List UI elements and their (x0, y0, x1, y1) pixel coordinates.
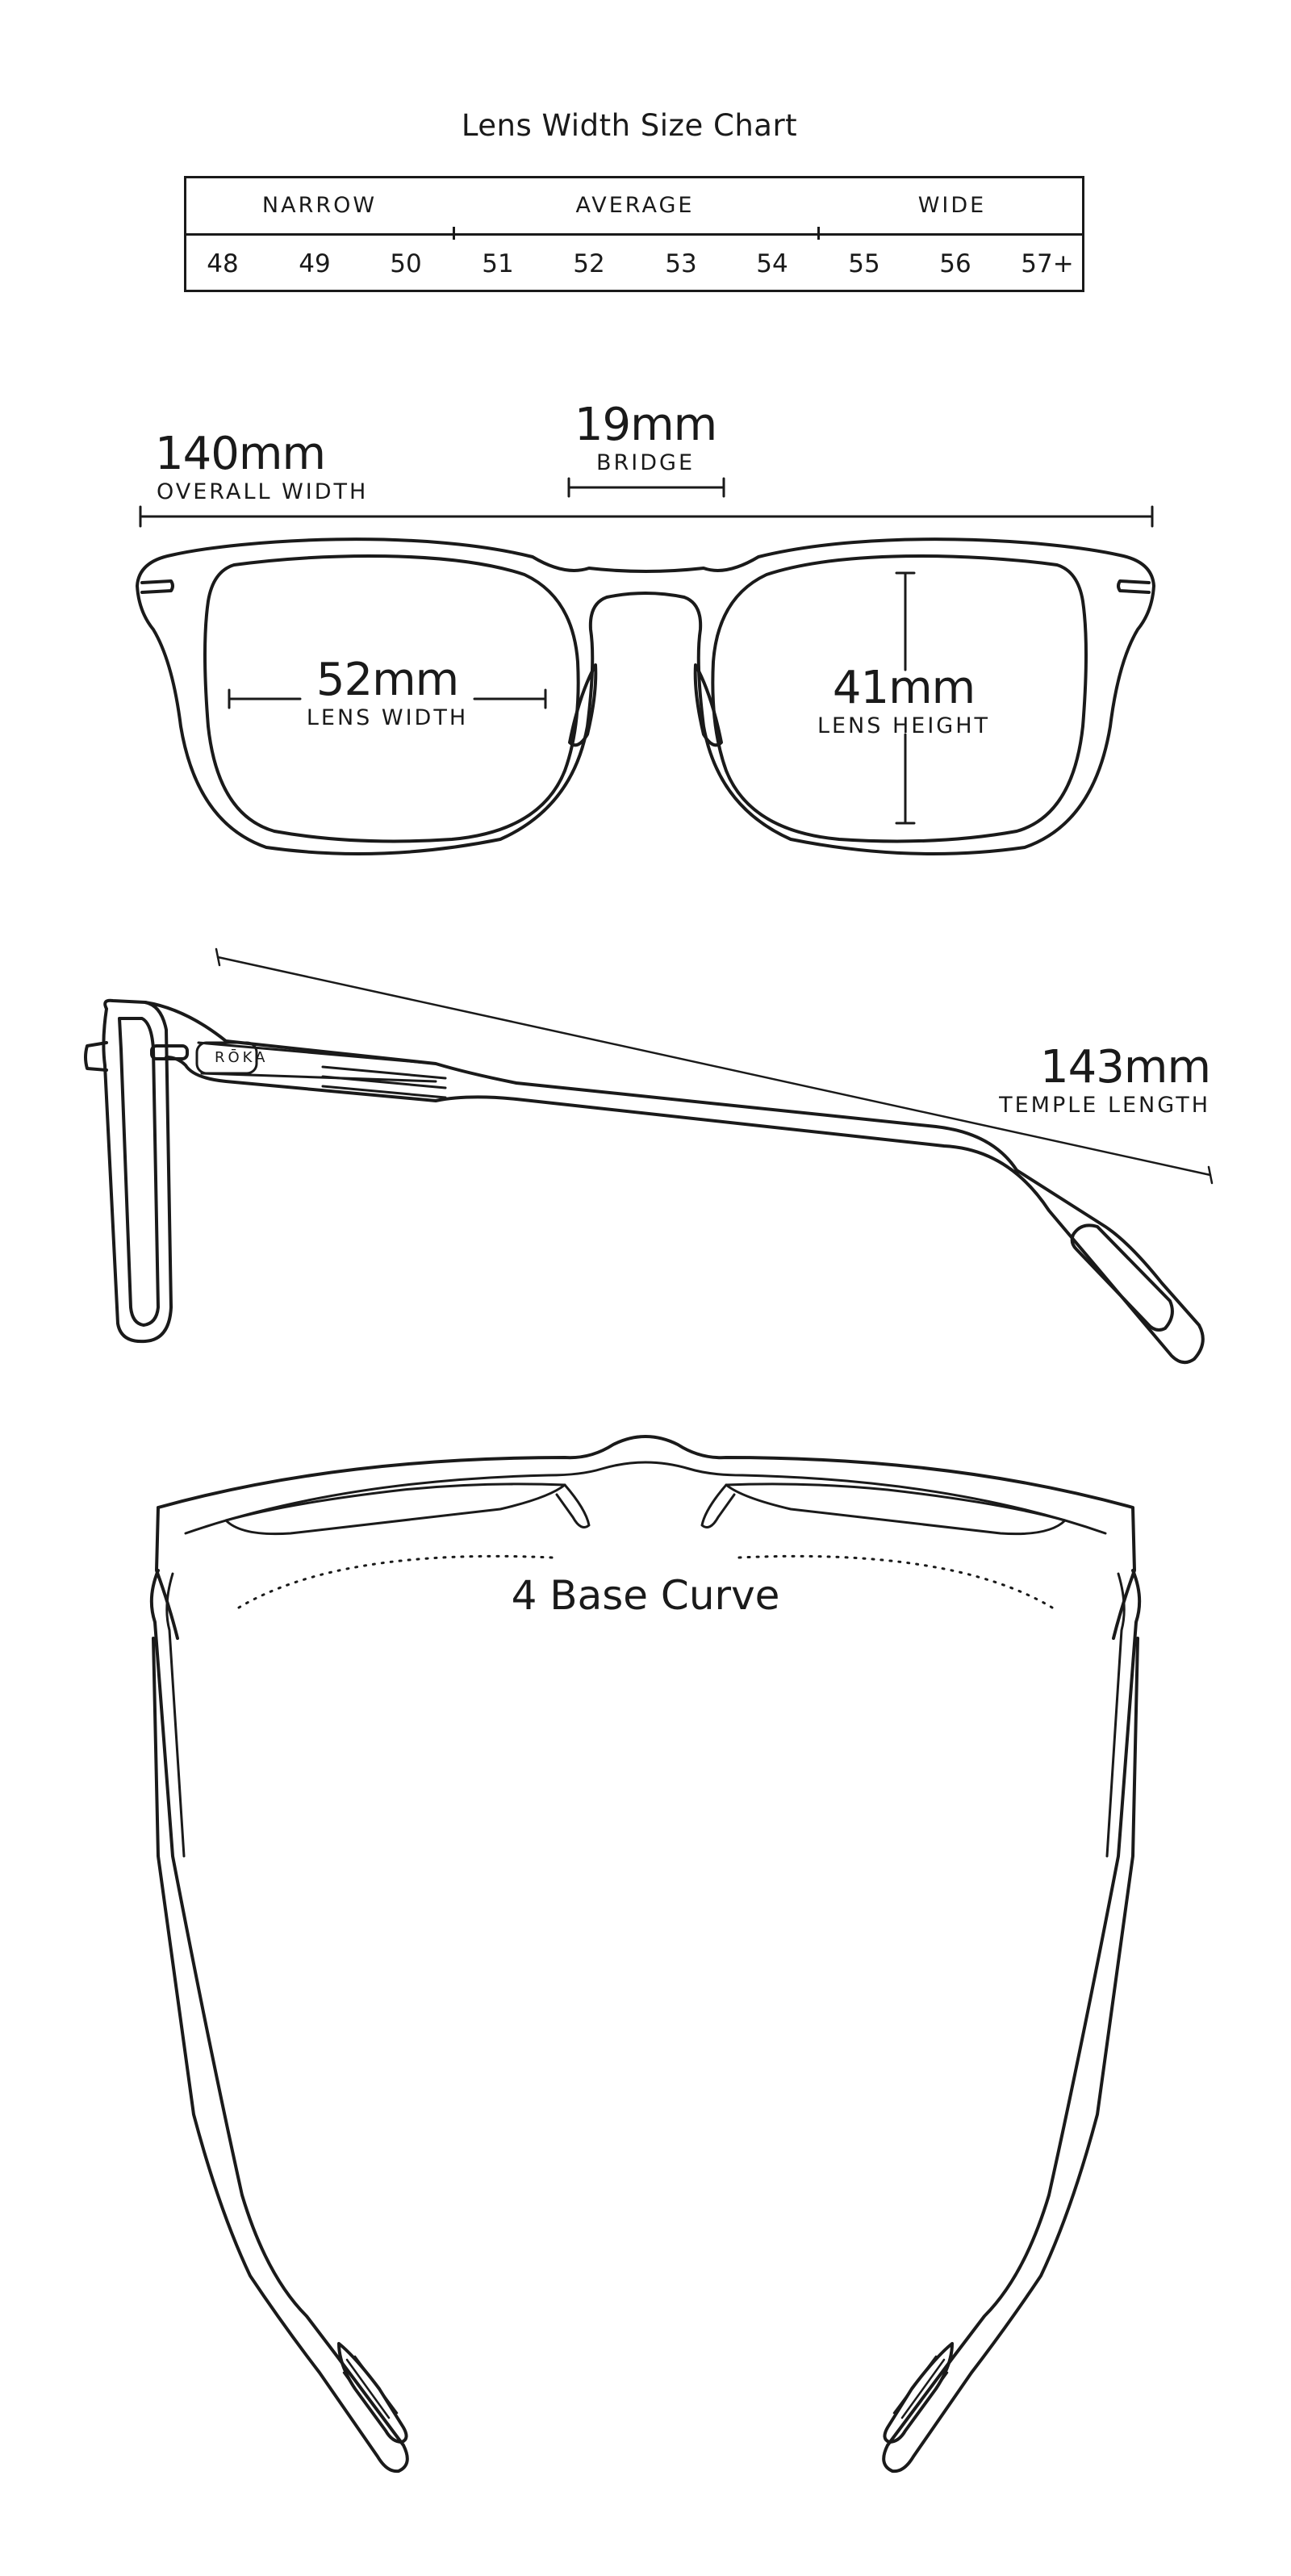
top-left-temple-inner (165, 1572, 186, 1858)
category-divider-tick (817, 227, 820, 240)
category-divider-tick (453, 227, 455, 240)
category-narrow: NARROW (261, 193, 378, 218)
top-left-temple (149, 1569, 409, 2474)
top-right-nose-pad (700, 1483, 736, 1528)
top-frame-inner-edge (184, 1461, 1107, 1535)
left-hinge (140, 579, 174, 594)
lens-width-label: LENS WIDTH (306, 705, 469, 730)
bridge-label: BRIDGE (595, 450, 696, 475)
left-nose-pad (568, 663, 598, 747)
lens-height-label: LENS HEIGHT (817, 713, 991, 738)
overall-width-label: OVERALL WIDTH (157, 479, 369, 504)
lens-height-dimension-line (895, 571, 916, 825)
left-lens (203, 554, 580, 843)
size-cell: 49 (299, 249, 331, 278)
overall-width-dimension-line (139, 505, 1154, 528)
base-curve-label: 4 Base Curve (511, 1572, 780, 1619)
category-average: AVERAGE (575, 193, 695, 218)
top-right-temple (882, 1569, 1142, 2474)
bridge-dimension-line (567, 477, 725, 498)
top-left-temple-grip (342, 2355, 399, 2426)
bridge-value: 19mm (574, 399, 717, 451)
lens-height-value: 41mm (832, 662, 976, 714)
lens-width-dimension-line (228, 688, 547, 709)
size-cell: 52 (573, 249, 605, 278)
right-nose-pad (693, 663, 723, 747)
top-view-glasses (149, 1435, 1142, 2474)
side-hinge-pin (150, 1044, 189, 1060)
size-cell: 57+ (1021, 249, 1074, 278)
temple-length-label: TEMPLE LENGTH (999, 1093, 1210, 1118)
temple-length-dimension-line (215, 947, 1214, 1185)
top-left-lens-rim (224, 1482, 566, 1536)
top-right-temple-grip (892, 2355, 949, 2426)
category-wide: WIDE (917, 193, 987, 218)
base-curve-arc-left (237, 1554, 554, 1609)
temple-edge-lines (197, 1041, 437, 1083)
temple-length-value: 143mm (1040, 1041, 1211, 1094)
side-frame-front (102, 998, 173, 1344)
logo-plate (195, 1041, 258, 1075)
size-cell: 53 (665, 249, 697, 278)
top-right-lens-rim (725, 1482, 1067, 1536)
top-right-temple-tip (883, 2342, 954, 2444)
side-view-glasses (84, 947, 1214, 1365)
top-left-nose-pad (555, 1483, 591, 1528)
top-right-temple-inner (1105, 1572, 1126, 1858)
size-cell: 55 (848, 249, 880, 278)
overall-width-value: 140mm (155, 428, 326, 480)
size-chart-table: NARROW AVERAGE WIDE 48 49 50 51 52 53 54… (184, 176, 1084, 292)
lens-width-value: 52mm (315, 654, 459, 706)
side-lens-edge (118, 1017, 160, 1327)
front-frame-outline (136, 537, 1155, 855)
right-hinge (1117, 579, 1151, 594)
size-cell: 51 (482, 249, 514, 278)
brand-logo: RŌKA (215, 1049, 269, 1066)
top-left-temple-tip (337, 2342, 408, 2444)
table-header-divider (186, 233, 1082, 236)
base-curve-arc-right (737, 1554, 1054, 1609)
front-view-glasses (136, 477, 1155, 855)
temple-tip-cutout (1070, 1223, 1174, 1332)
size-cell: 50 (390, 249, 422, 278)
right-lens (711, 554, 1088, 843)
size-cell: 56 (939, 249, 971, 278)
size-cell: 54 (756, 249, 788, 278)
temple-arm (144, 1001, 1205, 1365)
size-cell: 48 (207, 249, 239, 278)
temple-grooves (321, 1065, 447, 1099)
page-title: Lens Width Size Chart (461, 108, 798, 143)
side-hinge (84, 1041, 108, 1072)
